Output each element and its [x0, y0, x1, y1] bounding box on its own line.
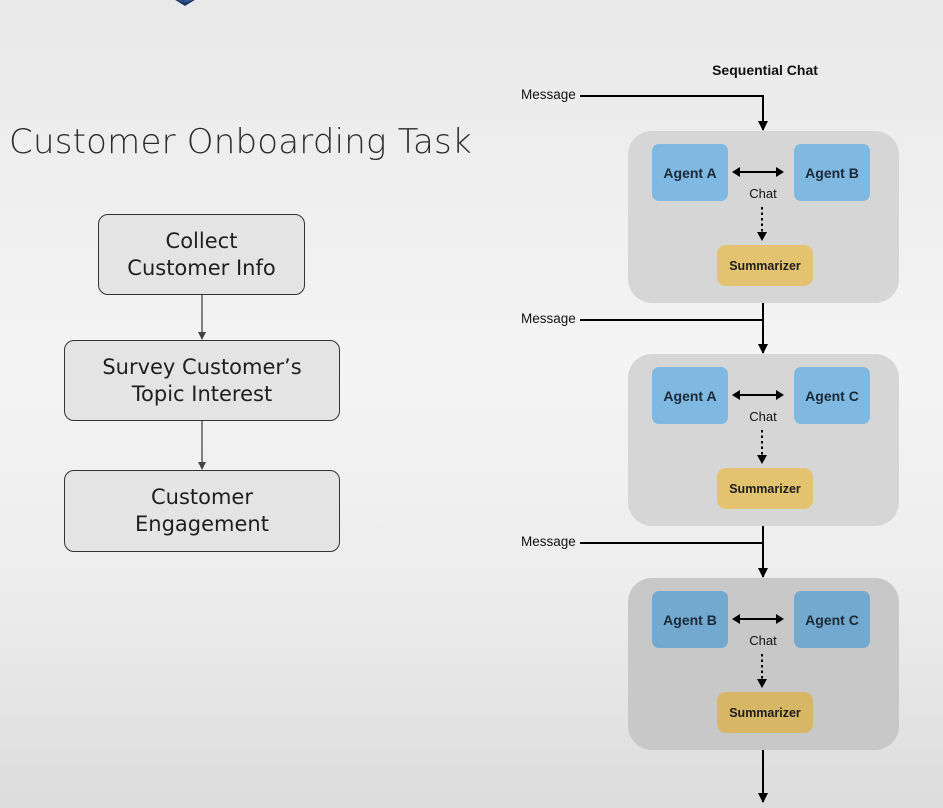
step-label: Survey Customer’s Topic Interest: [102, 354, 302, 406]
sequential-chat-title: Sequential Chat: [712, 62, 818, 78]
dotted-arrow-icon: [757, 654, 767, 688]
agent-box: Agent B: [652, 591, 728, 648]
step-collect-customer-info: Collect Customer Info: [98, 214, 305, 295]
logo-icon: [175, 0, 195, 6]
agent-box: Agent B: [794, 144, 870, 201]
agent-box: Agent C: [794, 591, 870, 648]
chat-stage-1: Agent A Agent B Chat Summarizer: [628, 131, 899, 303]
message-label: Message: [521, 534, 576, 549]
double-arrow-icon: [732, 390, 784, 400]
agent-box: Agent C: [794, 367, 870, 424]
message-label: Message: [521, 311, 576, 326]
chat-stage-3: Agent B Agent C Chat Summarizer: [628, 578, 899, 750]
step-label: Collect Customer Info: [127, 228, 276, 280]
dotted-arrow-icon: [757, 207, 767, 241]
agent-box: Agent A: [652, 144, 728, 201]
stage-arrows: [732, 614, 784, 688]
agent-box: Agent A: [652, 367, 728, 424]
double-arrow-icon: [732, 167, 784, 177]
stage-arrows: [732, 390, 784, 464]
step-label: Customer Engagement: [135, 485, 269, 536]
page-title: Customer Onboarding Task: [9, 122, 472, 162]
dotted-arrow-icon: [757, 430, 767, 464]
chat-stage-2: Agent A Agent C Chat Summarizer: [628, 354, 899, 526]
summarizer-box: Summarizer: [717, 468, 813, 509]
summarizer-box: Summarizer: [717, 245, 813, 286]
message-label: Message: [521, 87, 576, 102]
step-survey-topic-interest: Survey Customer’s Topic Interest: [64, 340, 340, 421]
summarizer-box: Summarizer: [717, 692, 813, 733]
chat-label: Chat: [749, 633, 777, 648]
stage-arrows: [732, 167, 784, 241]
double-arrow-icon: [732, 614, 784, 624]
message-connector: [580, 95, 768, 131]
step-customer-engagement: Customer Engagement: [64, 470, 340, 552]
chat-label: Chat: [749, 409, 777, 424]
chat-label: Chat: [749, 186, 777, 201]
